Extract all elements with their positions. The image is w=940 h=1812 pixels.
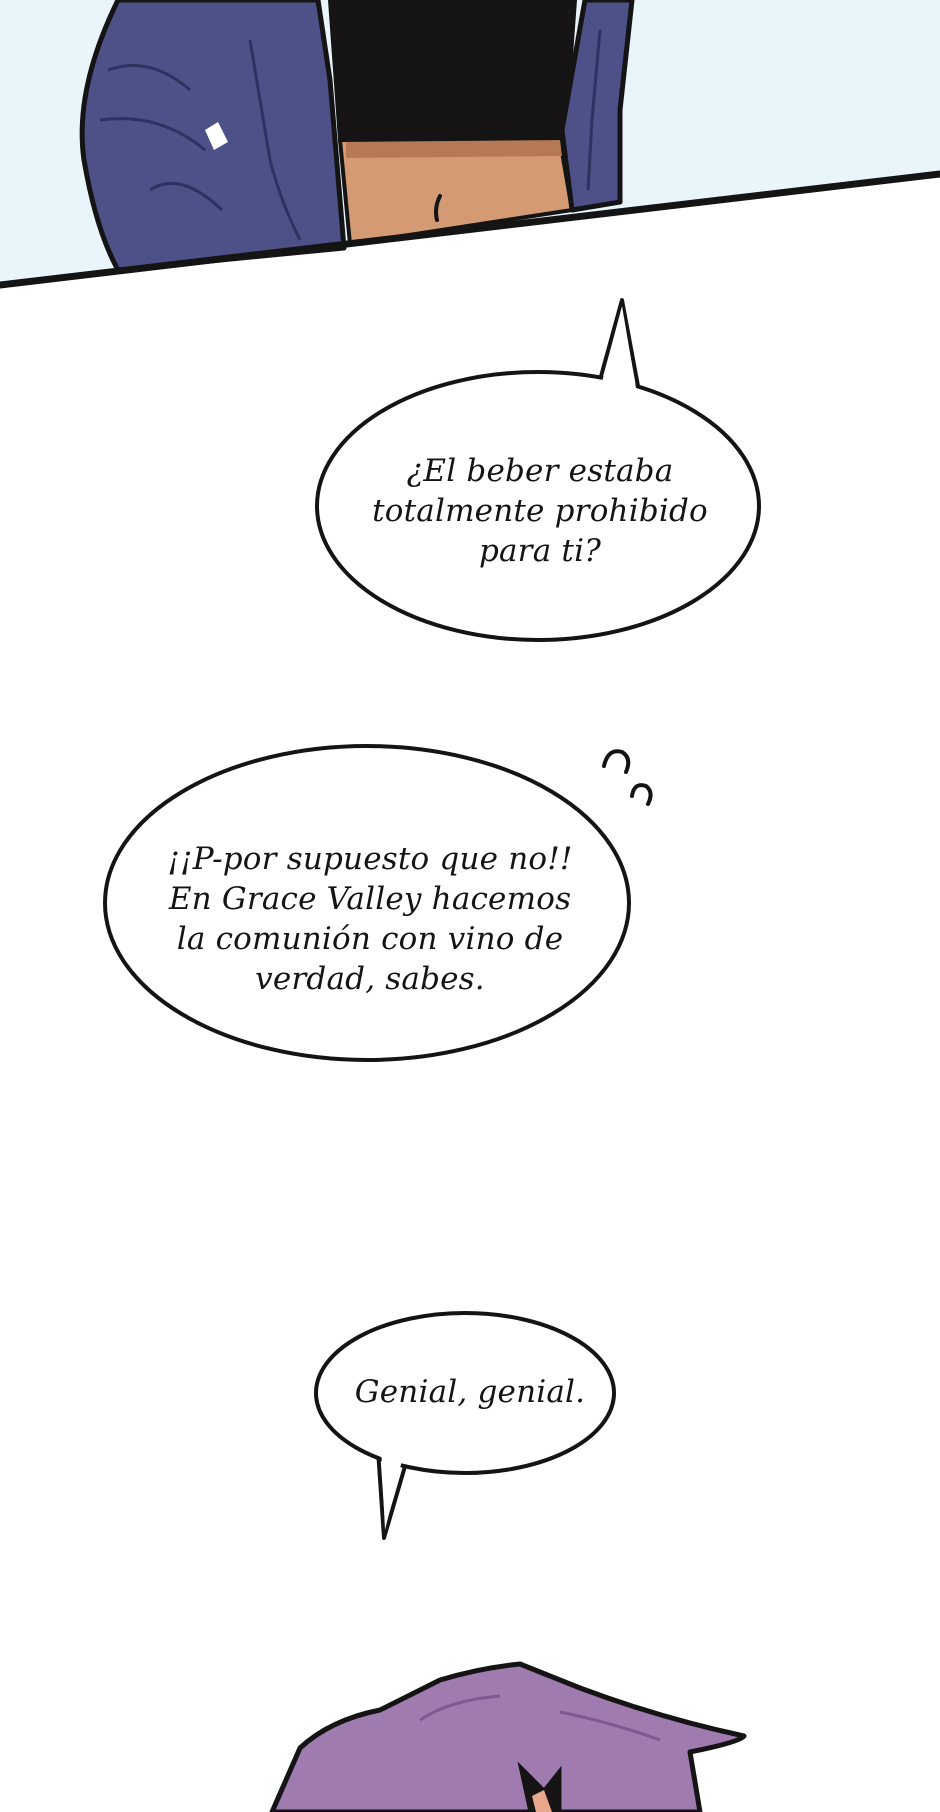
- torso-shadow: [346, 140, 562, 158]
- bubble-tail-cover: [381, 1446, 404, 1530]
- bubble-1-text: ¿El beber estaba totalmente prohibido pa…: [372, 453, 708, 569]
- character-hair: [269, 1661, 747, 1812]
- character-jacket-right: [559, 0, 635, 213]
- speech-bubble-2: [103, 744, 653, 1062]
- top-panel: [0, 0, 940, 289]
- jacket-fold-line: [107, 64, 191, 92]
- bubble-3-text: Genial, genial.: [354, 1374, 586, 1410]
- bottom-panel: [269, 1661, 747, 1812]
- character-skin: [532, 1790, 552, 1812]
- jacket-fold-line: [248, 39, 302, 241]
- bubble-outline: [314, 1311, 616, 1475]
- bubble-2-text: ¡¡P-por supuesto que no!! En Grace Valle…: [167, 841, 573, 997]
- speech-bubble-3: [314, 1311, 616, 1540]
- navel: [434, 194, 442, 222]
- jacket-fold-line: [99, 117, 206, 152]
- hair-strand-line: [559, 1710, 661, 1742]
- hair-part: [517, 1761, 562, 1812]
- panel-border: [0, 170, 940, 289]
- hair-strand-line: [419, 1694, 501, 1722]
- bubble-tail-cover: [602, 306, 636, 388]
- character-crop-top: [327, 0, 578, 143]
- sweat-drop-icon: [602, 749, 653, 806]
- jacket-fold-line: [586, 29, 602, 191]
- jacket-fold-line: [149, 181, 224, 212]
- speech-bubble-1: [315, 298, 761, 642]
- bubble-outline: [103, 744, 631, 1062]
- jacket-highlight: [205, 122, 228, 150]
- bubble-outline: [315, 370, 761, 642]
